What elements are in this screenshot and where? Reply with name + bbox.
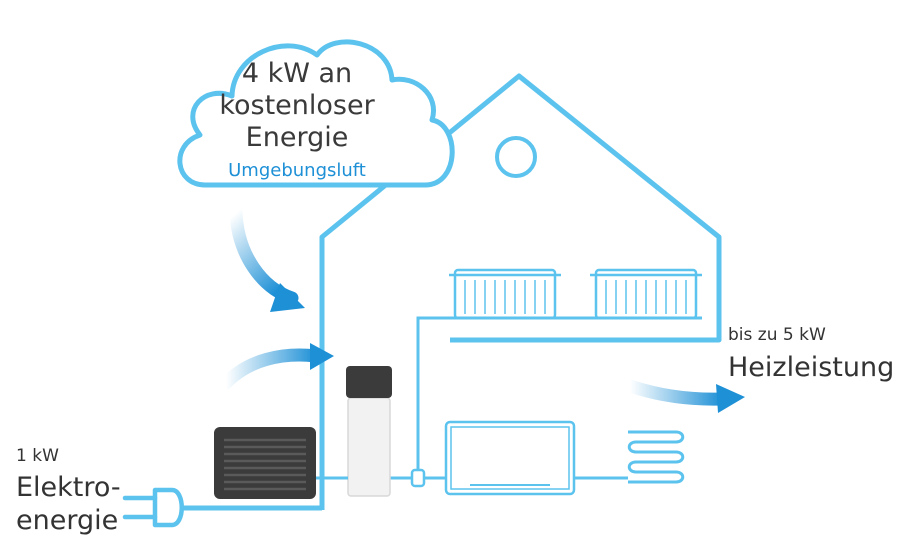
floor-heating-coil-icon (627, 430, 685, 484)
outdoor-unit-icon (214, 427, 316, 499)
input-amount-label: 1 kW (16, 446, 59, 466)
output-amount-label: bis zu 5 kW (728, 325, 826, 345)
input-energy-label-line-1: Elektro- (16, 472, 121, 503)
cloud-title-line-3: Energie (245, 122, 349, 153)
output-heating-label: Heizleistung (728, 352, 895, 383)
power-plug-icon (122, 487, 184, 528)
cloud-title-line-1: 4 kW an (241, 58, 353, 89)
heat-output-arrow (623, 379, 745, 413)
indoor-unit-icon (444, 420, 576, 496)
air-inflow-arrow-upper (229, 206, 305, 312)
attic-window-icon (495, 136, 537, 178)
input-energy-label-line-2: energie (16, 505, 119, 536)
cloud-icon (177, 39, 455, 188)
pipe-valve-icon (410, 468, 426, 488)
cloud-subtitle: Umgebungsluft (228, 160, 366, 181)
radiator-left-icon (449, 268, 561, 320)
cloud-title-line-2: kostenloser (219, 90, 375, 121)
storage-tank-icon (346, 366, 392, 497)
air-inflow-arrow-lower (219, 343, 334, 390)
house-outline (319, 73, 722, 510)
radiator-right-icon (590, 268, 702, 320)
